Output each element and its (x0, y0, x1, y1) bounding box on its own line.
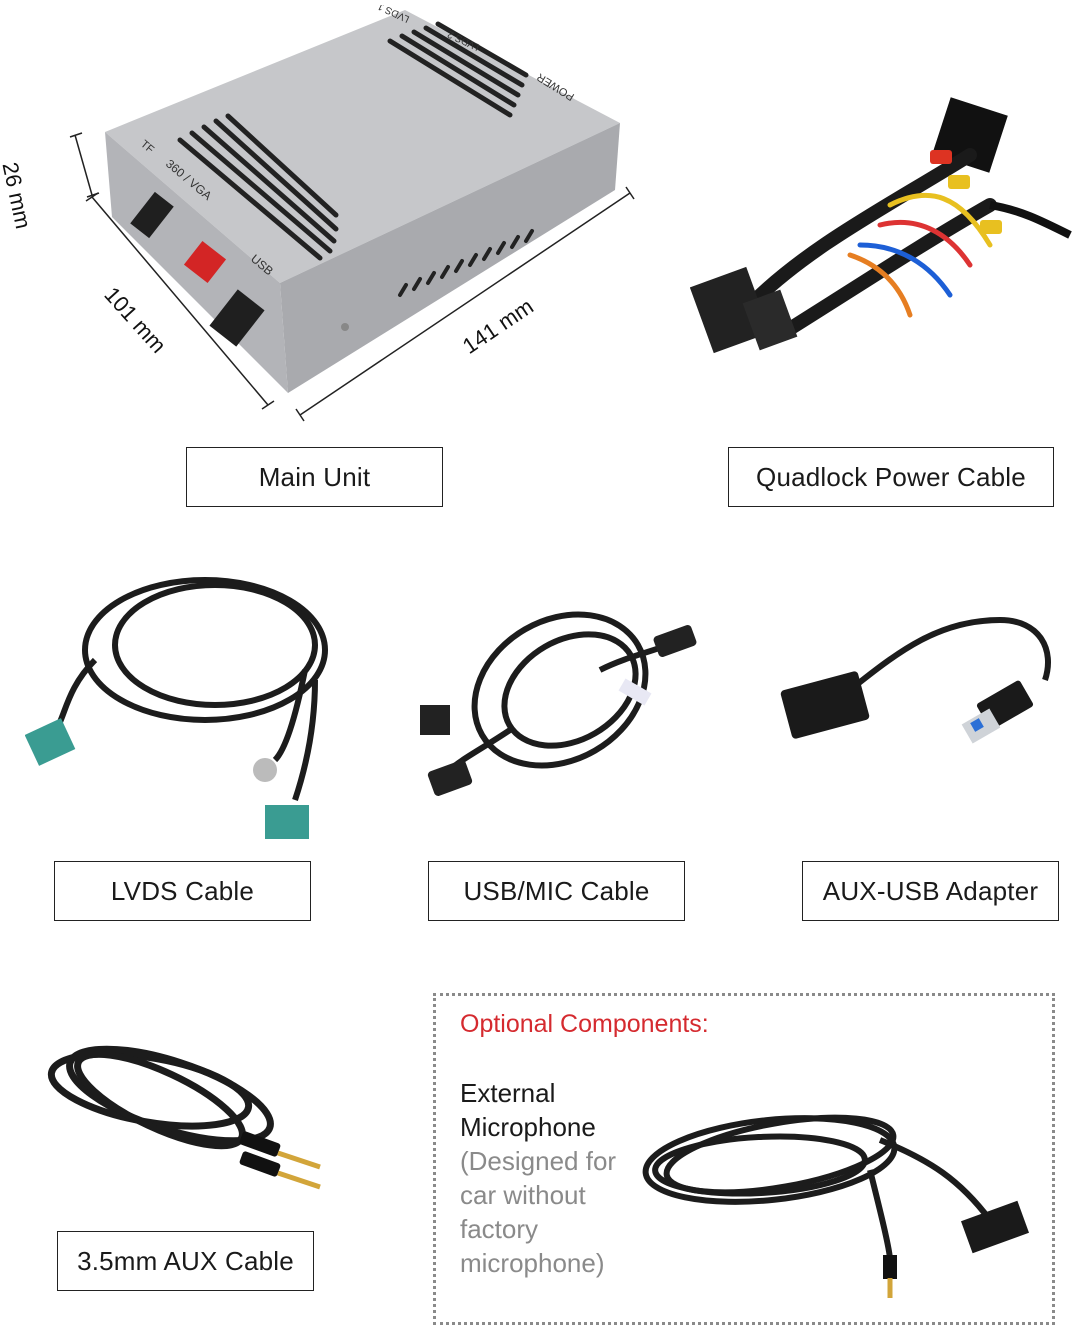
usb-mic-cable-label: USB/MIC Cable (428, 861, 685, 921)
microphone-name-line2: Microphone (460, 1112, 596, 1142)
aux-cable-label: 3.5mm AUX Cable (57, 1231, 314, 1291)
lvds-cable-image (25, 577, 328, 839)
microphone-name-line1: External (460, 1078, 556, 1108)
optional-components-title: Optional Components: (460, 1010, 709, 1038)
lvds-cable-label: LVDS Cable (54, 861, 311, 921)
usb-mic-cable-image (420, 611, 697, 796)
external-microphone-text: External Microphone (Designed for car wi… (460, 1076, 630, 1280)
main-unit-image: TF 360 / VGA USB POWER LVDS 1 LVDS 2 (69, 5, 635, 422)
optional-components-box (433, 993, 1055, 1325)
aux-cable-image (47, 1045, 321, 1190)
external-microphone-image (642, 1114, 1030, 1298)
microphone-note: (Designed for car without factory microp… (460, 1146, 617, 1278)
quadlock-cable-image (690, 97, 1072, 354)
main-unit-label: Main Unit (186, 447, 443, 507)
aux-usb-adapter-image (780, 616, 1051, 744)
aux-usb-adapter-label: AUX-USB Adapter (802, 861, 1059, 921)
quadlock-cable-label: Quadlock Power Cable (728, 447, 1054, 507)
